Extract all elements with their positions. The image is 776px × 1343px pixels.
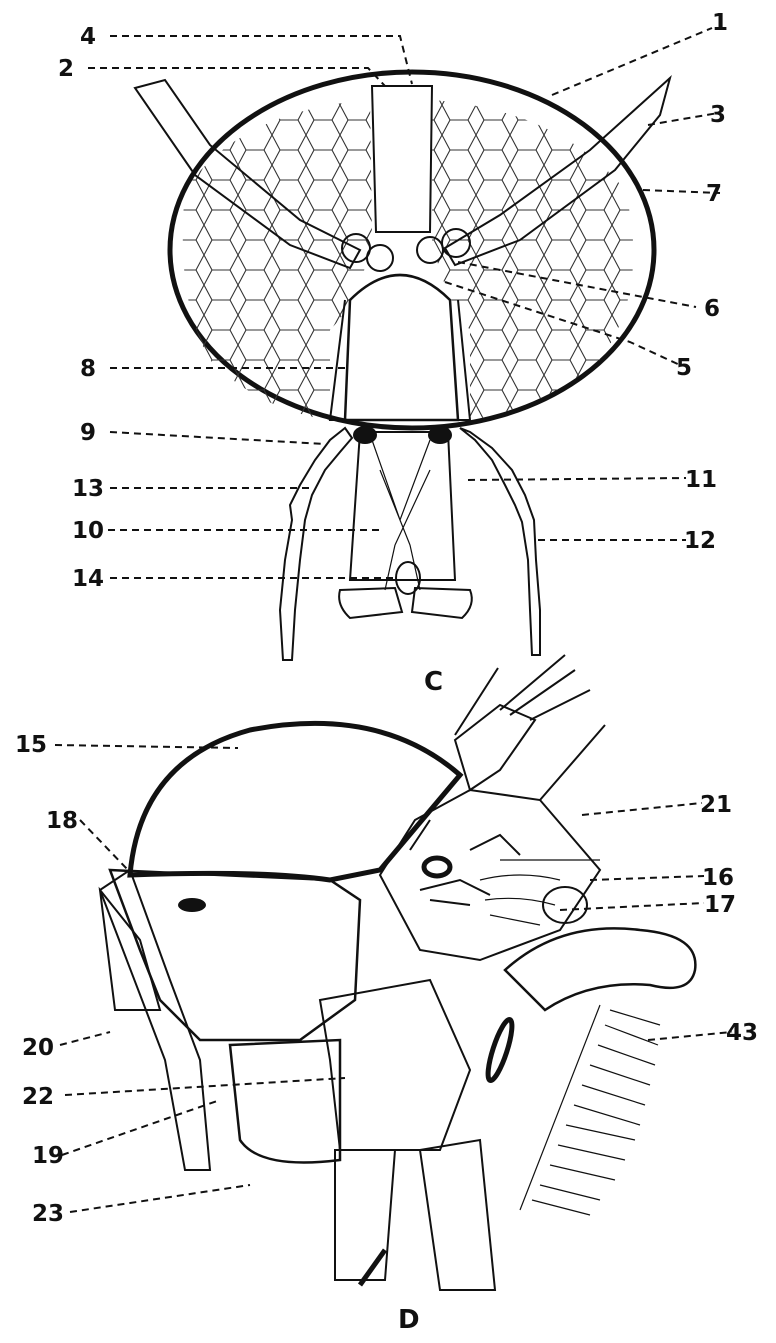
callout-12: 12 — [684, 528, 716, 554]
callout-20: 20 — [22, 1035, 54, 1061]
maxillary-sclerite-right — [428, 426, 452, 444]
panel-label-c: C — [424, 667, 443, 697]
callout-4: 4 — [80, 24, 96, 50]
callout-7: 7 — [706, 181, 722, 207]
antennal-socket-lateral — [424, 858, 450, 876]
callout-22: 22 — [22, 1084, 54, 1110]
labial-palp-left — [339, 588, 402, 618]
bristle-comb — [520, 1005, 660, 1215]
labium-shaft-right — [420, 1140, 495, 1290]
left-antennal-socket-2 — [367, 245, 393, 271]
callout-17: 17 — [704, 892, 736, 918]
maxillary-palp-left — [280, 428, 352, 660]
panel-c-labels: 1 2 3 4 5 6 7 8 9 10 11 12 13 14 C — [58, 10, 728, 697]
labial-palp-right — [412, 588, 472, 618]
callout-15: 15 — [15, 732, 47, 758]
ocular-spot — [178, 898, 206, 912]
maxillary-sclerite-left — [353, 426, 377, 444]
callout-23: 23 — [32, 1201, 64, 1227]
callout-14: 14 — [72, 566, 104, 592]
gula — [230, 1040, 340, 1163]
callout-16: 16 — [702, 865, 734, 891]
panel-c-frontal-head — [135, 72, 670, 660]
frons-stripe — [372, 86, 432, 232]
callout-13: 13 — [72, 476, 104, 502]
cervical-plate — [100, 890, 160, 1010]
callout-5: 5 — [676, 355, 692, 381]
callout-6: 6 — [704, 296, 720, 322]
callout-43: 43 — [726, 1020, 758, 1046]
labium-shaft-left — [335, 1150, 395, 1280]
callout-2: 2 — [58, 56, 74, 82]
right-eye-facets — [432, 100, 633, 420]
callout-10: 10 — [72, 518, 104, 544]
panel-label-d: D — [398, 1305, 420, 1335]
callout-21: 21 — [700, 792, 732, 818]
palp-lobe — [543, 887, 587, 923]
panel-d-leaders — [55, 745, 732, 1212]
callout-11: 11 — [685, 467, 717, 493]
callout-1: 1 — [712, 10, 728, 36]
maxilla-body — [320, 980, 470, 1150]
clypeus — [345, 275, 458, 420]
callout-19: 19 — [32, 1143, 64, 1169]
labrum — [350, 432, 455, 580]
stylet-slit — [483, 1017, 516, 1082]
maxillary-palp-right — [460, 428, 540, 655]
panel-d-labels: 15 16 17 18 19 20 21 22 23 43 D — [15, 732, 758, 1335]
callout-8: 8 — [80, 356, 96, 382]
callout-18: 18 — [46, 808, 78, 834]
mandible-lines — [372, 440, 430, 590]
callout-3: 3 — [710, 102, 726, 128]
callout-9: 9 — [80, 420, 96, 446]
hypopharynx — [396, 562, 420, 594]
occipital-strip — [100, 870, 210, 1170]
